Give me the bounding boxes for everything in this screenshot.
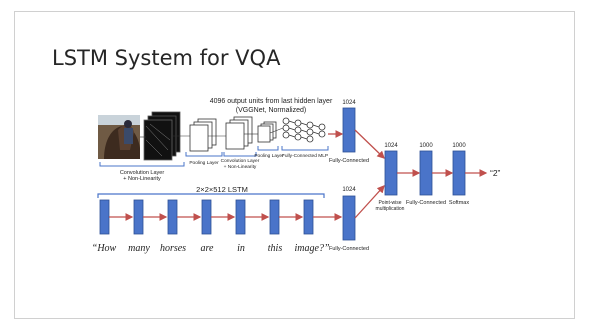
lstm-cell [99,199,110,235]
question-word: horses [160,243,186,254]
fusion-caption-line1: Point-wise [378,200,401,206]
lstm-bracket [97,193,325,198]
question-fc-size-label: 1024 [342,187,356,193]
image-fc-caption: Fully-Connected [329,158,369,164]
conv-layer-label-line2: + Non-Linearity [123,176,161,182]
answer-text: “2” [490,168,501,178]
softmax-size-label: 1000 [452,143,466,149]
lstm-cell [235,199,246,235]
final-fc-caption: Fully-Connected [406,200,446,206]
conv-bracket [99,162,185,167]
question-word: “How [92,243,117,254]
question-word: this [268,243,283,254]
cnn-header-line2: (VGGNet, Normalized) [236,107,306,114]
question-word: many [128,243,150,254]
pooling-bracket-1 [185,152,223,157]
lstm-cell [269,199,280,235]
slide-frame [14,11,575,319]
softmax-caption: Softmax [449,200,469,206]
fully-connected-mlp-label: Fully-Connected MLP [282,153,328,159]
conv-layer2-label-line1: Convolution Layer [221,158,260,164]
conv-feature-maps [140,111,181,161]
pooling-layer-label-2: Pooling Layer [254,153,284,159]
cnn-header-line1: 4096 output units from last hidden layer [210,98,333,105]
lstm-label: 2×2×512 LSTM [196,185,248,194]
image-to-fusion-arrow [354,129,385,159]
input-image [98,115,140,159]
mlp-bracket [281,146,329,151]
lstm-cell [303,199,314,235]
question-fc-caption: Fully-Connected [329,246,369,252]
question-to-fusion-arrow [354,185,385,219]
lstm-cell [167,199,178,235]
question-word: image?” [295,243,330,254]
conv-layer2-label-line2: + Non-Linearity [224,164,257,170]
conv-bracket-2 [223,152,257,157]
pooling-maps-2 [244,121,277,143]
image-fc-size-label: 1024 [342,100,356,106]
pointwise-multiplication-block [384,150,398,196]
slide-title: LSTM System for VQA [52,46,281,70]
lstm-cell [201,199,212,235]
pooling-maps-1 [172,118,217,152]
final-fc-block [419,150,433,196]
pooling-bracket-2 [257,146,279,151]
final-fc-size-label: 1000 [419,143,433,149]
image-fc-block [342,107,356,153]
question-word: are [201,243,215,254]
question-fc-block [342,195,356,241]
pooling-layer-label-1: Pooling Layer [189,160,219,166]
fusion-size-label: 1024 [384,143,398,149]
conv-maps-2 [208,116,253,150]
lstm-cells [99,199,314,235]
conv-layer-label-line1: Convolution Layer [120,170,165,176]
question-word: in [237,243,245,254]
softmax-block [452,150,466,196]
lstm-cell [133,199,144,235]
fusion-caption-line2: multiplication [376,206,405,212]
fully-connected-mlp-nodes [269,117,326,143]
